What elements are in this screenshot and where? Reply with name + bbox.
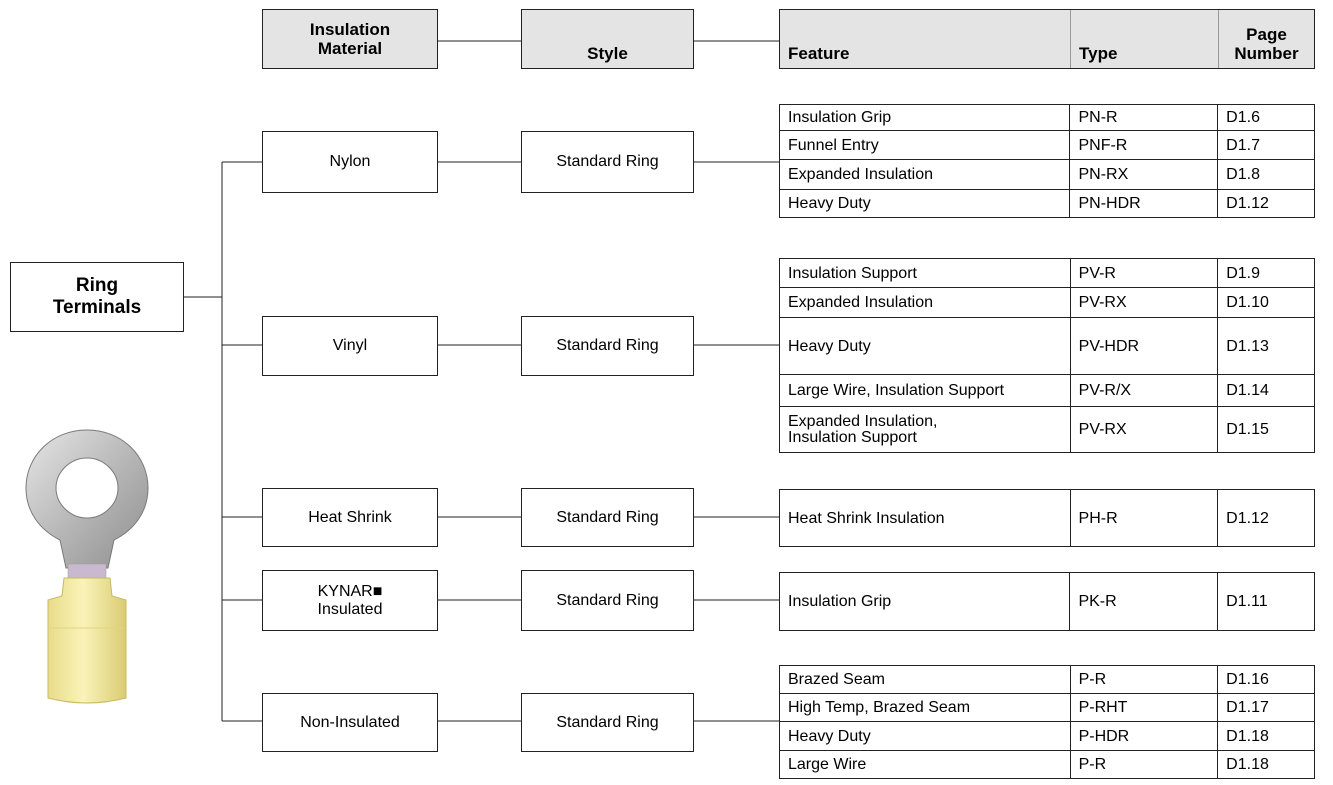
style-label: Standard Ring — [556, 508, 659, 526]
style-heat-shrink: Standard Ring — [521, 488, 694, 547]
style-label: Standard Ring — [556, 153, 659, 170]
style-non-insulated: Standard Ring — [521, 693, 694, 752]
style-label: Standard Ring — [556, 591, 659, 609]
root-ring-terminals: Ring Terminals — [10, 262, 184, 332]
feature-cell: Heat Shrink Insulation — [779, 489, 1071, 547]
header-material-label: Insulation Material — [309, 20, 391, 58]
style-vinyl: Standard Ring — [521, 316, 694, 376]
feature-cell: Large Wire — [779, 750, 1071, 779]
root-label: Ring Terminals — [52, 275, 142, 318]
material-label: KYNAR■ Insulated — [317, 582, 383, 618]
type-cell: PV-HDR — [1069, 317, 1219, 375]
header-page-number-label: Page Number — [1234, 25, 1299, 63]
type-cell: PN-R — [1069, 104, 1219, 131]
feature-cell: Expanded Insulation, Insulation Support — [779, 406, 1071, 453]
page-cell: D1.8 — [1217, 159, 1315, 190]
feature-cell: Insulation Grip — [778, 572, 1071, 631]
page-cell: D1.18 — [1217, 721, 1315, 751]
material-non-insulated: Non-Insulated — [262, 693, 438, 752]
type-cell: PN-RX — [1069, 159, 1219, 190]
feature-cell: Funnel Entry — [778, 130, 1071, 160]
type-cell: PV-R — [1069, 258, 1219, 288]
page-cell: D1.12 — [1217, 489, 1315, 547]
header-style: Style — [521, 9, 694, 69]
material-label: Non-Insulated — [300, 713, 400, 731]
type-cell: PV-RX — [1069, 287, 1219, 318]
material-nylon: Nylon — [262, 131, 438, 193]
feature-cell: Large Wire, Insulation Support — [779, 374, 1071, 407]
type-cell: PN-HDR — [1069, 189, 1219, 218]
page-cell: D1.17 — [1217, 693, 1315, 722]
feature-cell: Insulation Grip — [778, 104, 1071, 131]
feature-cell: Brazed Seam — [779, 665, 1071, 694]
material-label: Vinyl — [332, 337, 368, 354]
feature-cell: Heavy Duty — [778, 189, 1071, 218]
style-label: Standard Ring — [556, 713, 659, 731]
material-heat-shrink: Heat Shrink — [262, 488, 438, 547]
type-cell: P-R — [1069, 665, 1219, 694]
feature-cell: Expanded Insulation — [778, 159, 1071, 190]
page-cell: D1.7 — [1217, 130, 1315, 160]
feature-cell: Insulation Support — [779, 258, 1071, 288]
type-cell: P-RHT — [1069, 693, 1219, 722]
header-type: Type — [1071, 10, 1219, 68]
type-cell: PK-R — [1069, 572, 1219, 631]
page-cell: D1.16 — [1217, 665, 1315, 694]
page-cell: D1.9 — [1217, 258, 1315, 288]
page-cell: D1.10 — [1217, 287, 1315, 318]
header-feature-table: Feature Type Page Number — [779, 9, 1315, 69]
feature-cell: Expanded Insulation — [779, 287, 1071, 318]
feature-cell: Heavy Duty — [779, 317, 1071, 375]
type-cell: PV-RX — [1069, 406, 1219, 453]
style-label: Standard Ring — [556, 337, 659, 354]
page-cell: D1.15 — [1217, 406, 1315, 453]
style-nylon: Standard Ring — [521, 131, 694, 193]
feature-cell: High Temp, Brazed Seam — [779, 693, 1071, 722]
type-cell: P-R — [1069, 750, 1219, 779]
feature-cell: Heavy Duty — [779, 721, 1071, 751]
header-page-number: Page Number — [1219, 10, 1314, 68]
style-kynar: Standard Ring — [521, 570, 694, 631]
header-insulation-material: Insulation Material — [262, 9, 438, 69]
material-vinyl: Vinyl — [262, 316, 438, 376]
material-label: Heat Shrink — [308, 508, 392, 526]
material-label: Nylon — [329, 153, 371, 170]
type-cell: PNF-R — [1069, 130, 1219, 160]
page-cell: D1.12 — [1217, 189, 1315, 218]
type-cell: P-HDR — [1069, 721, 1219, 751]
type-cell: PH-R — [1069, 489, 1219, 547]
header-feature: Feature — [780, 10, 1071, 68]
page-cell: D1.13 — [1217, 317, 1315, 375]
ring-terminal-icon — [25, 429, 149, 704]
page-cell: D1.14 — [1217, 374, 1315, 407]
type-cell: PV-R/X — [1069, 374, 1219, 407]
page-cell: D1.18 — [1217, 750, 1315, 779]
page-cell: D1.11 — [1217, 572, 1315, 631]
page-cell: D1.6 — [1217, 104, 1315, 131]
material-kynar-insulated: KYNAR■ Insulated — [262, 570, 438, 631]
